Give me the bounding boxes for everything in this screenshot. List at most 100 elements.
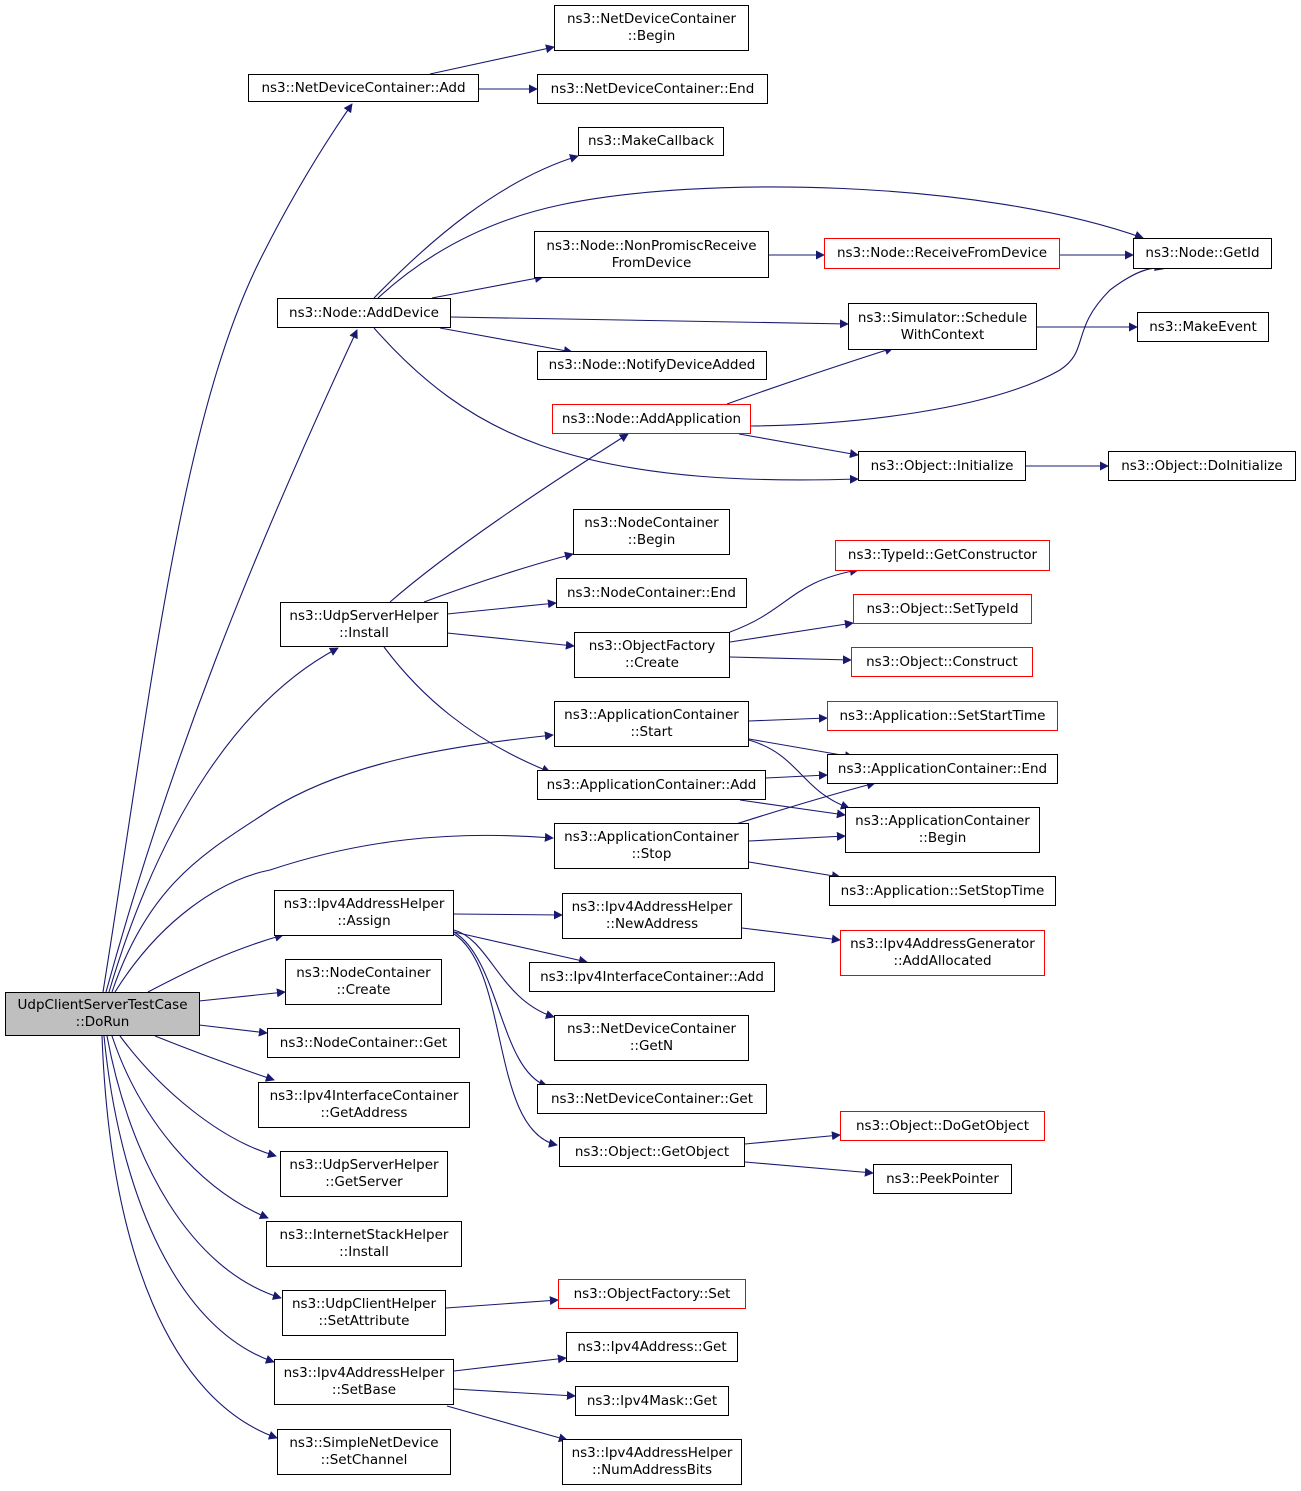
node-simulator-schedulewithcontext[interactable]: ns3::Simulator::Schedule WithContext bbox=[848, 303, 1037, 350]
edge-adddevice-initialize bbox=[373, 327, 859, 484]
node-node-nonpromiscreceivefromdevice[interactable]: ns3::Node::NonPromiscReceive FromDevice bbox=[534, 231, 769, 278]
edge-appcadd-end bbox=[765, 770, 828, 780]
edge-root-appc-stop bbox=[114, 832, 554, 993]
edge-start-begin bbox=[748, 739, 850, 810]
node-object-initialize[interactable]: ns3::Object::Initialize bbox=[858, 451, 1026, 481]
edge-addapplication-getid bbox=[750, 262, 1164, 427]
node-application-setstarttime[interactable]: ns3::Application::SetStartTime bbox=[827, 701, 1058, 731]
node-applicationcontainer-begin[interactable]: ns3::ApplicationContainer ::Begin bbox=[845, 807, 1040, 853]
edge-adddevice-notifydeviceadded bbox=[439, 327, 573, 355]
edge-root-udpclienthelper-setattribute bbox=[106, 1035, 282, 1300]
node-nodecontainer-get[interactable]: ns3::NodeContainer::Get bbox=[267, 1028, 460, 1058]
node-applicationcontainer-end[interactable]: ns3::ApplicationContainer::End bbox=[827, 754, 1058, 784]
node-makecallback[interactable]: ns3::MakeCallback bbox=[578, 127, 724, 156]
edge-create-construct bbox=[729, 655, 852, 665]
node-typeid-getconstructor[interactable]: ns3::TypeId::GetConstructor bbox=[835, 540, 1050, 571]
edge-newaddress-addallocated bbox=[741, 927, 841, 944]
edge-root-ipv4ifc-getaddress bbox=[154, 1035, 275, 1082]
edge-install-appc-add bbox=[383, 646, 551, 774]
node-object-dogetobject[interactable]: ns3::Object::DoGetObject bbox=[840, 1111, 1045, 1141]
node-node-addapplication[interactable]: ns3::Node::AddApplication bbox=[552, 404, 751, 434]
edge-create-settypeid bbox=[729, 619, 854, 643]
node-applicationcontainer-stop[interactable]: ns3::ApplicationContainer ::Stop bbox=[554, 823, 749, 869]
edge-setbase-ipv4address-get bbox=[453, 1354, 567, 1372]
edge-stop-begin bbox=[748, 831, 846, 842]
node-netdevicecontainer-getn[interactable]: ns3::NetDeviceContainer ::GetN bbox=[554, 1015, 749, 1061]
node-simplenetdevice-setchannel[interactable]: ns3::SimpleNetDevice ::SetChannel bbox=[277, 1429, 451, 1475]
node-objectfactory-create[interactable]: ns3::ObjectFactory ::Create bbox=[574, 632, 730, 678]
node-object-doinitialize[interactable]: ns3::Object::DoInitialize bbox=[1108, 451, 1296, 481]
edge-root-node-adddevice bbox=[105, 329, 358, 993]
edge-install-nc-begin bbox=[423, 551, 574, 603]
edge-root-ndc-add bbox=[102, 103, 353, 993]
node-ipv4interfacecontainer-add[interactable]: ns3::Ipv4InterfaceContainer::Add bbox=[529, 962, 775, 992]
node-nodecontainer-begin[interactable]: ns3::NodeContainer ::Begin bbox=[573, 509, 730, 555]
edge-root-internetstackhelper-install bbox=[111, 1035, 269, 1220]
edge-root-udpserverhelper-install bbox=[108, 647, 339, 993]
edge-getobject-peekpointer bbox=[744, 1161, 874, 1177]
edge-stop-setstoptime bbox=[748, 861, 841, 881]
node-ipv4address-get[interactable]: ns3::Ipv4Address::Get bbox=[566, 1332, 738, 1362]
node-nodecontainer-create[interactable]: ns3::NodeContainer ::Create bbox=[285, 959, 442, 1005]
edge-setbase-numaddressbits bbox=[446, 1405, 568, 1443]
edge-install-nc-end bbox=[446, 599, 557, 615]
node-netdevicecontainer-add[interactable]: ns3::NetDeviceContainer::Add bbox=[248, 74, 479, 102]
edge-root-udpserverhelper-getserver bbox=[119, 1035, 277, 1159]
node-udpserverhelper-install[interactable]: ns3::UdpServerHelper ::Install bbox=[280, 602, 448, 647]
node-node-notifydeviceadded[interactable]: ns3::Node::NotifyDeviceAdded bbox=[537, 351, 767, 380]
edge-setattribute-objectfactory-set bbox=[445, 1296, 559, 1309]
edge-root-nc-get bbox=[198, 1024, 268, 1037]
edge-install-objectfactory-create bbox=[446, 632, 575, 650]
edge-root-simplenetdevice-setchannel bbox=[101, 1035, 278, 1440]
node-udpserverhelper-getserver[interactable]: ns3::UdpServerHelper ::GetServer bbox=[280, 1151, 448, 1197]
node-node-getid[interactable]: ns3::Node::GetId bbox=[1133, 238, 1272, 269]
edge-root-appc-start bbox=[111, 731, 554, 993]
node-netdevicecontainer-get[interactable]: ns3::NetDeviceContainer::Get bbox=[537, 1084, 767, 1114]
node-ipv4addresshelper-numaddressbits[interactable]: ns3::Ipv4AddressHelper ::NumAddressBits bbox=[562, 1439, 742, 1485]
edge-addapplication-initialize bbox=[738, 433, 859, 459]
edge-assign-getobject bbox=[453, 933, 558, 1148]
edge-install-addapplication bbox=[389, 433, 629, 603]
edge-getobject-dogetobject bbox=[744, 1131, 841, 1145]
node-internetstackhelper-install[interactable]: ns3::InternetStackHelper ::Install bbox=[266, 1221, 462, 1267]
node-objectfactory-set[interactable]: ns3::ObjectFactory::Set bbox=[558, 1279, 746, 1309]
node-ipv4addressgenerator-addallocated[interactable]: ns3::Ipv4AddressGenerator ::AddAllocated bbox=[840, 930, 1045, 976]
node-applicationcontainer-start[interactable]: ns3::ApplicationContainer ::Start bbox=[554, 701, 749, 747]
node-nodecontainer-end[interactable]: ns3::NodeContainer::End bbox=[556, 578, 747, 608]
edge-root-ipv4addrhelper-assign bbox=[147, 932, 284, 993]
node-ipv4addresshelper-assign[interactable]: ns3::Ipv4AddressHelper ::Assign bbox=[274, 890, 454, 936]
node-ipv4interfacecontainer-getaddress[interactable]: ns3::Ipv4InterfaceContainer ::GetAddress bbox=[258, 1082, 470, 1128]
edge-assign-getn bbox=[453, 929, 555, 1019]
node-ipv4mask-get[interactable]: ns3::Ipv4Mask::Get bbox=[575, 1386, 729, 1416]
edge-setbase-ipv4mask-get bbox=[453, 1388, 576, 1401]
node-netdevicecontainer-begin[interactable]: ns3::NetDeviceContainer ::Begin bbox=[554, 5, 749, 51]
node-makeevent[interactable]: ns3::MakeEvent bbox=[1137, 312, 1269, 342]
edge-addapplication-schedulewithcontext bbox=[726, 346, 894, 405]
edge-adddevice-nonpromisc bbox=[431, 274, 544, 299]
edge-adddevice-schedulewithcontext bbox=[450, 316, 849, 329]
node-ipv4addresshelper-newaddress[interactable]: ns3::Ipv4AddressHelper ::NewAddress bbox=[562, 893, 742, 939]
node-object-getobject[interactable]: ns3::Object::GetObject bbox=[559, 1137, 745, 1167]
node-applicationcontainer-add[interactable]: ns3::ApplicationContainer::Add bbox=[537, 770, 766, 800]
edge-assign-ipv4ifc-add bbox=[453, 931, 588, 965]
node-object-settypeid[interactable]: ns3::Object::SetTypeId bbox=[853, 594, 1032, 624]
node-node-receivefromdevice[interactable]: ns3::Node::ReceiveFromDevice bbox=[824, 238, 1060, 269]
node-udpclientservertestcase-dorun: UdpClientServerTestCase ::DoRun bbox=[5, 992, 200, 1036]
node-node-adddevice[interactable]: ns3::Node::AddDevice bbox=[277, 298, 451, 328]
edge-root-nc-create bbox=[198, 988, 286, 1002]
node-udpclienthelper-setattribute[interactable]: ns3::UdpClientHelper ::SetAttribute bbox=[282, 1290, 446, 1336]
node-object-construct[interactable]: ns3::Object::Construct bbox=[851, 647, 1033, 677]
edge-assign-newaddress bbox=[453, 910, 563, 920]
node-peekpointer[interactable]: ns3::PeekPointer bbox=[873, 1164, 1012, 1194]
node-application-setstoptime[interactable]: ns3::Application::SetStopTime bbox=[829, 876, 1056, 906]
edge-start-setstarttime bbox=[748, 713, 828, 723]
edge-stop-end bbox=[735, 780, 876, 825]
edge-create-getconstructor bbox=[729, 566, 859, 633]
edge-ndc-add-begin bbox=[429, 44, 555, 75]
edge-appcadd-begin bbox=[739, 799, 846, 819]
edge-adddevice-makecallback bbox=[373, 154, 579, 299]
edge-root-ipv4addrhelper-setbase bbox=[103, 1035, 275, 1364]
node-ipv4addresshelper-setbase[interactable]: ns3::Ipv4AddressHelper ::SetBase bbox=[274, 1359, 454, 1405]
node-netdevicecontainer-end[interactable]: ns3::NetDeviceContainer::End bbox=[537, 74, 768, 104]
